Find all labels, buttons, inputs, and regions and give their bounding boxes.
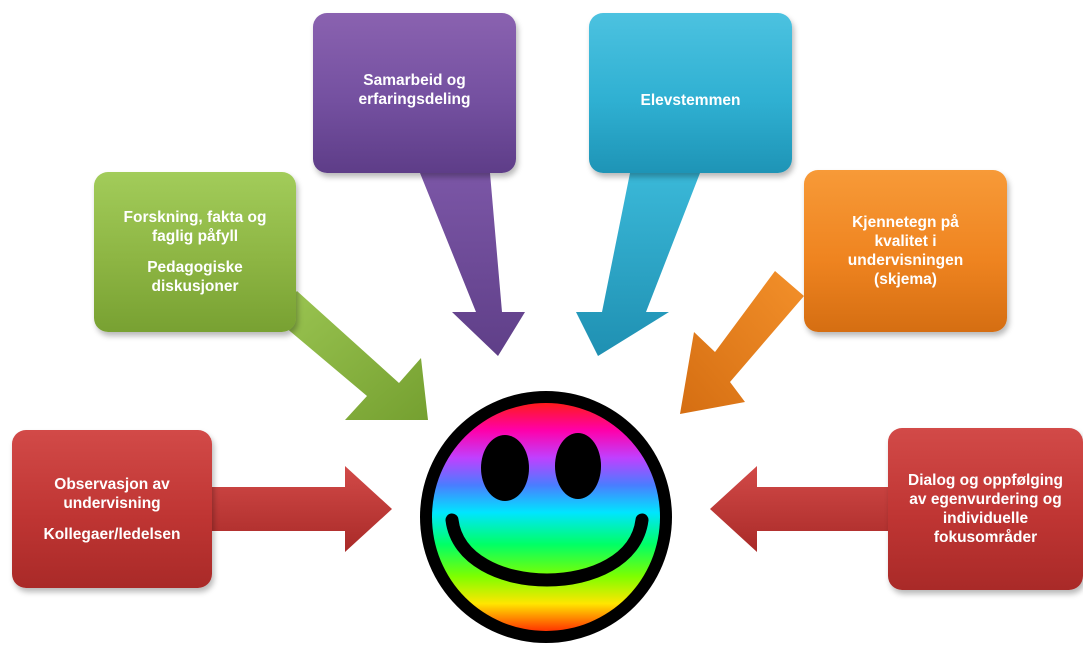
kjennetegn-line-2: kvalitet i — [874, 233, 937, 250]
kjennetegn-line-4: (skjema) — [874, 271, 937, 288]
smiley-face-icon — [420, 391, 672, 643]
elevstemmen-line-1: Elevstemmen — [640, 92, 741, 109]
forskning-line-2: faglig påfyll — [151, 228, 239, 245]
dialog-line-1: Dialog og oppfølging — [908, 472, 1063, 489]
arrow-elevstemmen — [576, 173, 700, 356]
elevstemmen-box: Elevstemmen — [589, 13, 792, 173]
arrow-kjennetegn — [680, 271, 804, 414]
forskning-line-1: Forskning, fakta og — [123, 209, 267, 226]
kjennetegn-box: Kjennetegn på kvalitet i undervisningen … — [804, 170, 1007, 332]
kjennetegn-line-3: undervisningen — [847, 252, 964, 269]
dialog-line-4: fokusområder — [933, 529, 1038, 546]
arrow-dialog — [710, 466, 888, 552]
observasjon-line-1: Observasjon av — [54, 475, 170, 493]
arrow-observasjon — [212, 466, 392, 552]
observasjon-line-2: undervisning — [63, 494, 161, 512]
dialog-line-3: individuelle — [942, 510, 1029, 527]
forskning-line-3: Pedagogiske — [147, 259, 243, 276]
arrow-forskning — [272, 291, 428, 420]
right-eye-icon — [555, 433, 601, 499]
kjennetegn-line-1: Kjennetegn på — [852, 214, 959, 231]
samarbeid-line-2: erfaringsdeling — [358, 91, 471, 108]
smile-mouth-icon — [445, 513, 649, 587]
forskning-box: Forskning, fakta og faglig påfyll Pedago… — [94, 172, 296, 332]
observasjon-box: Observasjon av undervisning Kollegaer/le… — [12, 430, 212, 588]
forskning-line-4: diskusjoner — [151, 278, 239, 295]
observasjon-line-3: Kollegaer/ledelsen — [43, 525, 181, 543]
dialog-box: Dialog og oppfølging av egenvurdering og… — [888, 428, 1083, 590]
arrow-samarbeid — [420, 173, 525, 356]
samarbeid-box: Samarbeid og erfaringsdeling — [313, 13, 516, 173]
dialog-line-2: av egenvurdering og — [909, 491, 1062, 508]
samarbeid-line-1: Samarbeid og — [363, 72, 466, 89]
left-eye-icon — [481, 435, 529, 501]
